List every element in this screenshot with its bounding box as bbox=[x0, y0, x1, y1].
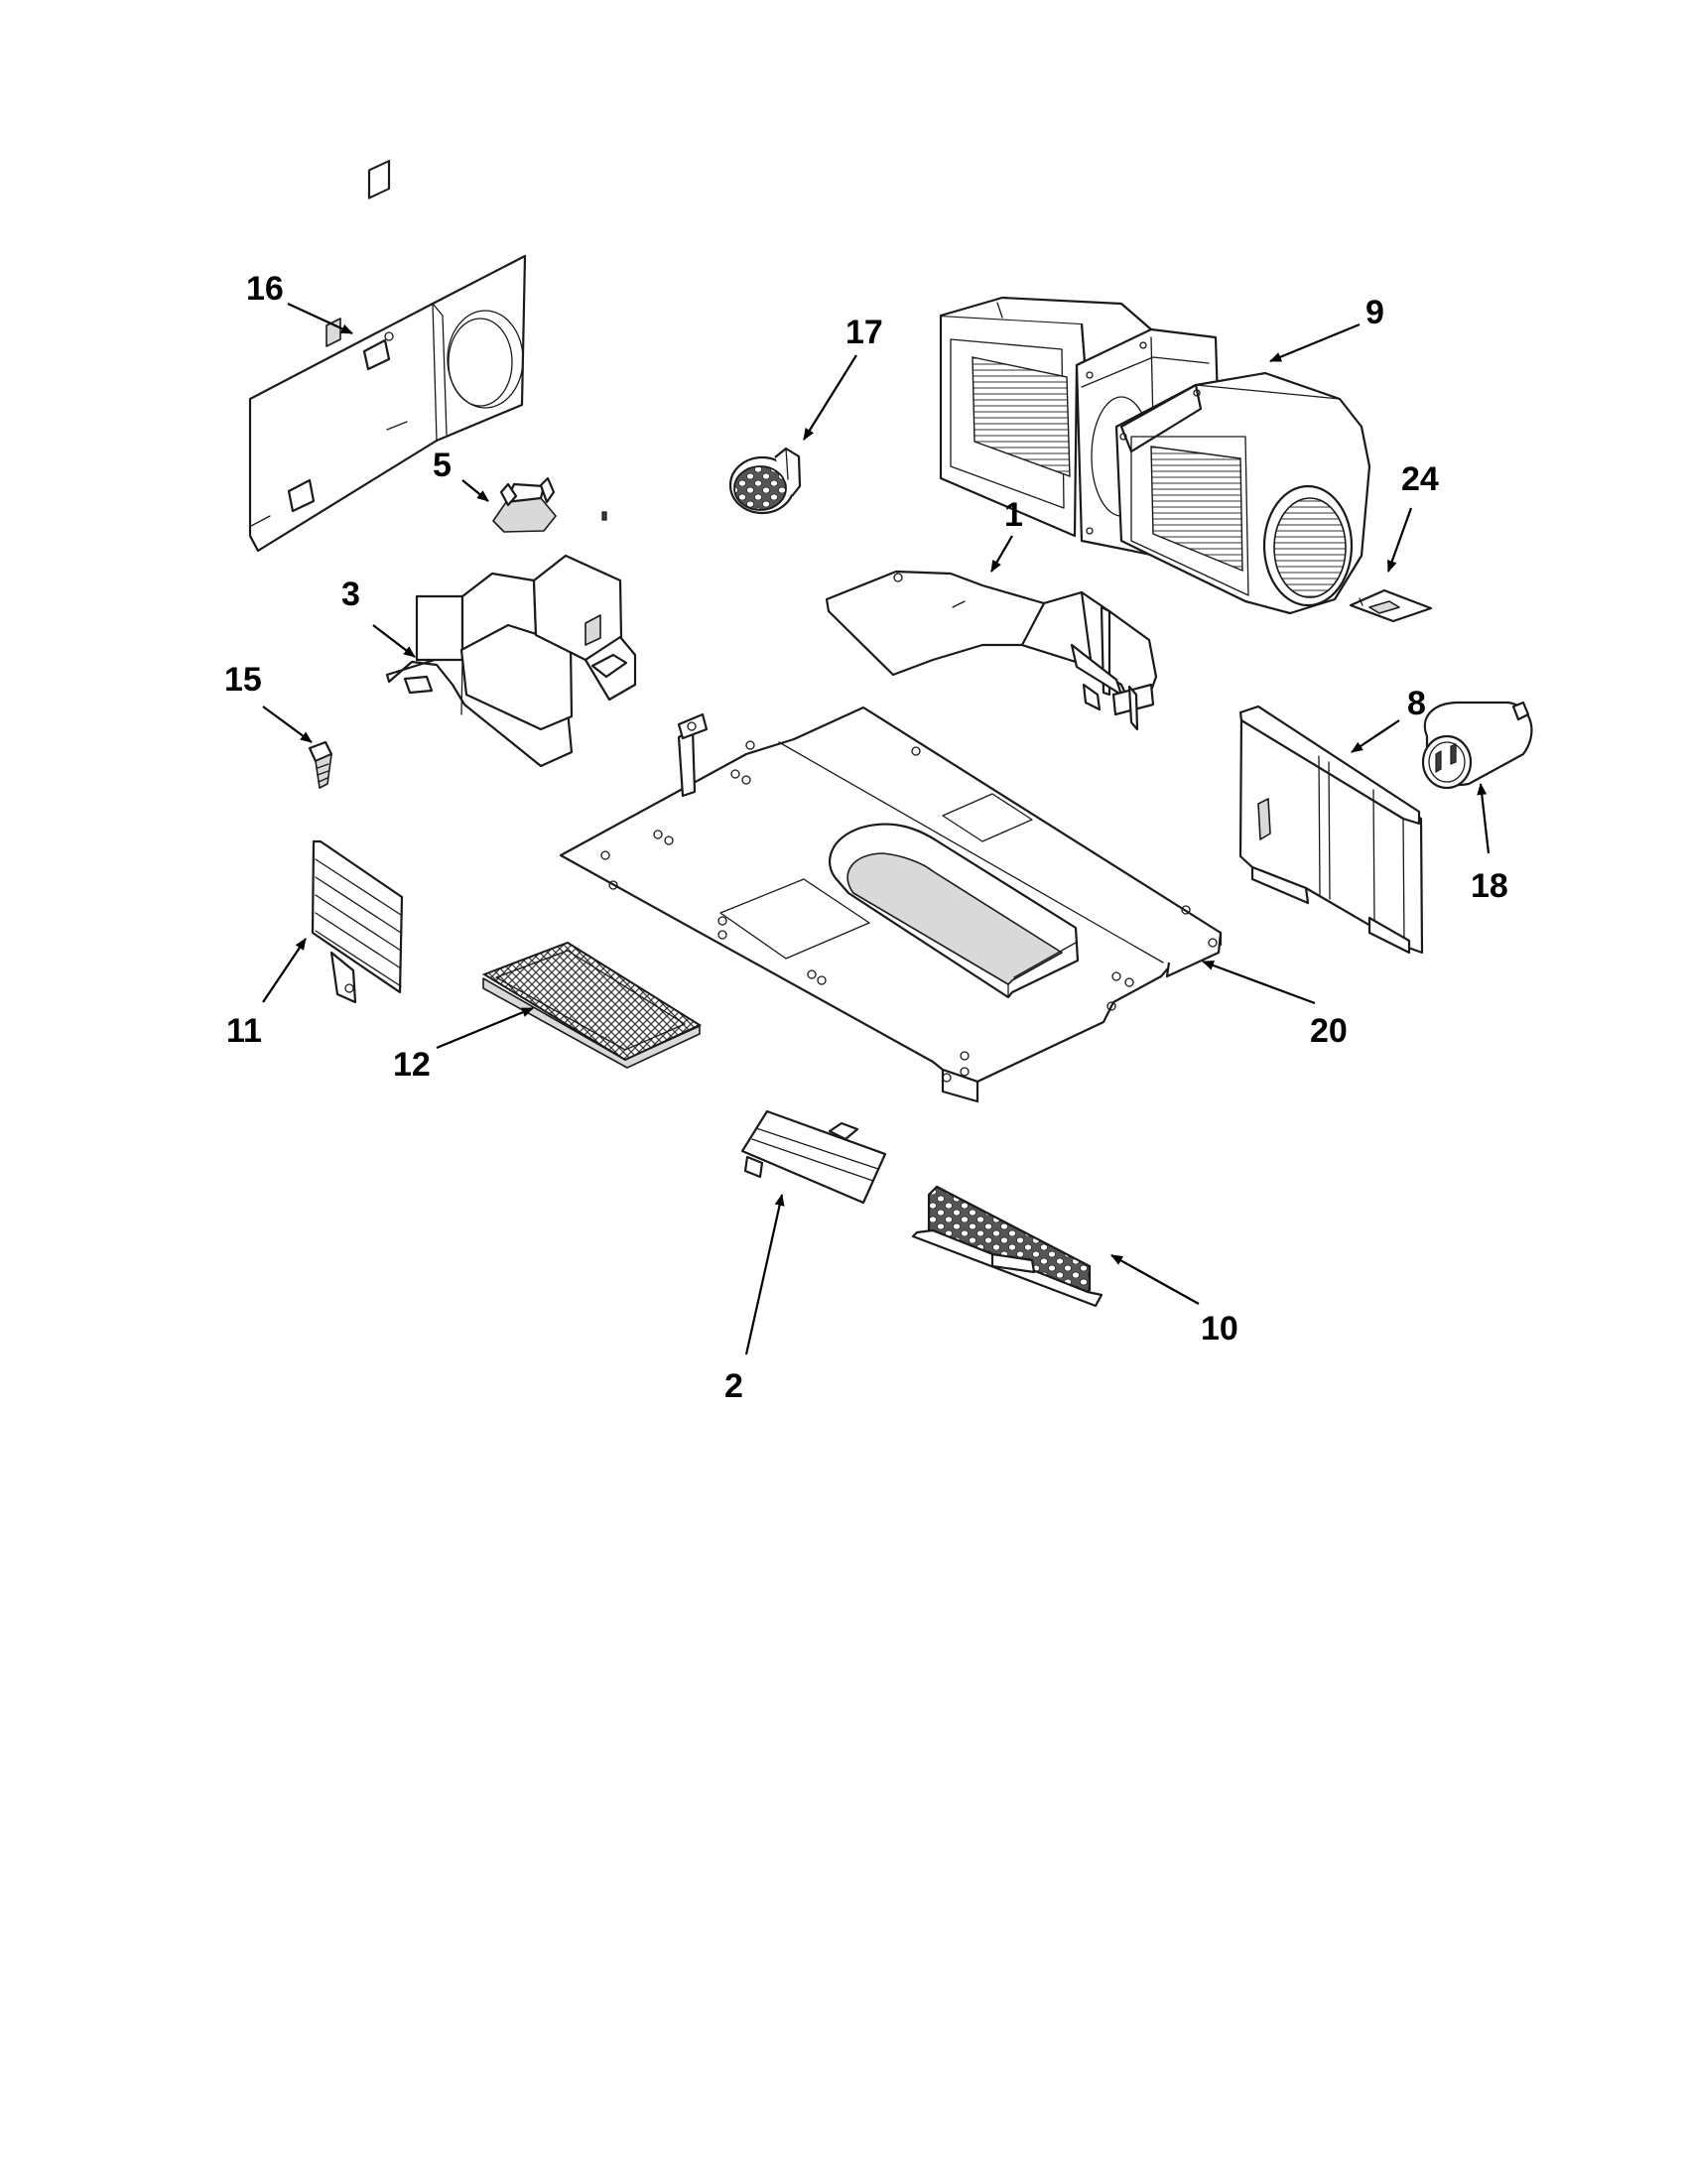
part-1-baffle bbox=[825, 570, 1158, 731]
leader-16 bbox=[287, 303, 353, 334]
leader-17 bbox=[803, 354, 857, 441]
part-8-panel bbox=[1238, 705, 1424, 955]
callout-8: 8 bbox=[1407, 685, 1426, 722]
leader-15 bbox=[262, 706, 313, 743]
leader-lines bbox=[262, 303, 1491, 1355]
part-20-base-plate bbox=[559, 706, 1223, 1103]
leader-11 bbox=[262, 938, 307, 1003]
callout-2: 2 bbox=[724, 1367, 743, 1405]
leader-20 bbox=[1202, 960, 1316, 1005]
callout-20: 20 bbox=[1310, 1012, 1348, 1050]
part-16-bracket bbox=[248, 159, 527, 553]
callout-10: 10 bbox=[1201, 1310, 1238, 1348]
callout-12: 12 bbox=[393, 1046, 431, 1084]
leader-3 bbox=[372, 624, 416, 658]
callout-16: 16 bbox=[246, 270, 284, 308]
callout-3: 3 bbox=[341, 576, 360, 613]
leader-24 bbox=[1386, 507, 1413, 573]
part-5-thermal-cutoff bbox=[492, 476, 607, 533]
callout-18: 18 bbox=[1471, 867, 1508, 905]
part-17-connector bbox=[728, 447, 802, 515]
leader-5 bbox=[461, 479, 489, 502]
leader-18 bbox=[1477, 783, 1491, 854]
part-3-duct bbox=[385, 554, 637, 768]
leader-2 bbox=[744, 1194, 785, 1355]
callout-15: 15 bbox=[224, 661, 262, 699]
part-12-filter bbox=[481, 941, 703, 1069]
callout-9: 9 bbox=[1365, 294, 1384, 331]
leader-12 bbox=[436, 1006, 534, 1050]
part-11-grille bbox=[311, 839, 404, 1004]
part-2-damper bbox=[740, 1109, 887, 1205]
leader-10 bbox=[1110, 1254, 1200, 1305]
part-24-bracket bbox=[1349, 588, 1433, 623]
part-10-honeycomb-grille bbox=[911, 1185, 1104, 1308]
leader-8 bbox=[1351, 719, 1400, 753]
callout-24: 24 bbox=[1401, 460, 1439, 498]
callout-5: 5 bbox=[433, 447, 452, 484]
callout-1: 1 bbox=[1004, 496, 1023, 534]
leader-9 bbox=[1269, 322, 1361, 363]
part-18-capacitor bbox=[1421, 701, 1533, 790]
leader-1 bbox=[990, 535, 1013, 573]
part-9-blower bbox=[939, 296, 1371, 615]
callout-17: 17 bbox=[845, 314, 883, 351]
part-15-screw bbox=[308, 740, 333, 789]
callout-labels: 16 5 3 15 11 12 17 1 9 24 8 18 20 2 10 bbox=[224, 270, 1508, 1405]
callout-11: 11 bbox=[226, 1012, 262, 1050]
